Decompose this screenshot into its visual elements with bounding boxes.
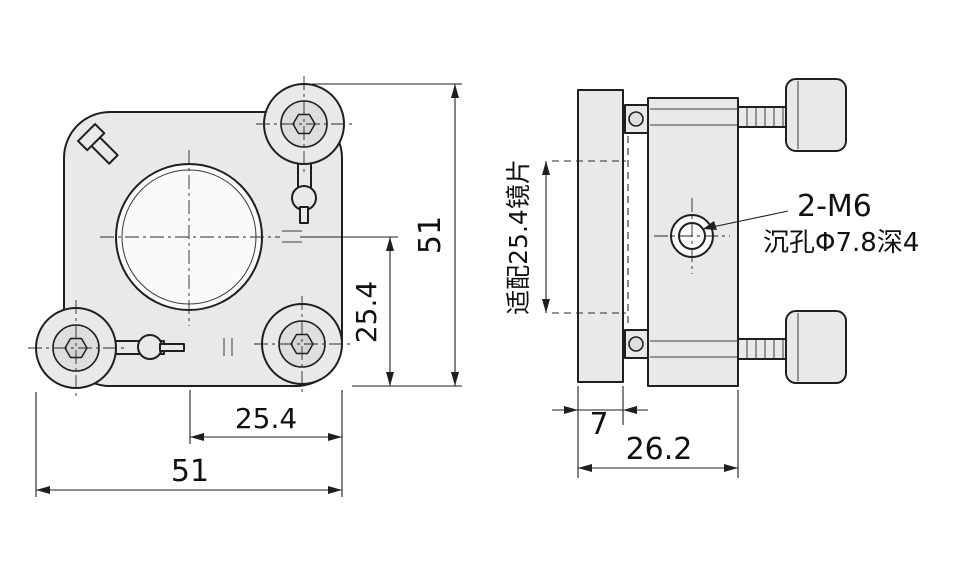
corner-set-screw xyxy=(77,123,119,165)
front-view: 51 25.4 25.4 51 xyxy=(28,76,462,497)
adjuster-shaft-bottom-threads xyxy=(746,339,784,359)
side-view: 适配25.4镜片 7 26.2 2-M6 沉孔Φ7.8深4 xyxy=(504,78,919,478)
dim-center-to-right-label: 25.4 xyxy=(235,402,297,435)
adjuster-shaft-bottom xyxy=(737,338,789,360)
adjuster-shaft-top-threads xyxy=(746,107,784,127)
screw-through-holes xyxy=(650,108,738,358)
hidden-lens-seat-lines xyxy=(552,136,629,328)
dim-total-depth-label: 26.2 xyxy=(626,432,693,467)
dim-width-label: 51 xyxy=(171,454,209,489)
thread-callout-label: 2-M6 xyxy=(797,189,872,224)
side-centerlines xyxy=(654,198,730,274)
bottom-left-axle-flange xyxy=(137,334,163,360)
set-screw-head xyxy=(77,123,106,152)
dim-center-to-bottom-label: 25.4 xyxy=(350,281,383,343)
front-centerlines xyxy=(28,76,352,396)
spring-bushing-bottom-detail xyxy=(628,336,644,352)
adjuster-knob-top xyxy=(785,78,847,152)
side-dimension-lines xyxy=(545,161,789,478)
lens-fit-note-label: 适配25.4镜片 xyxy=(504,159,533,315)
clamp-slot-marks xyxy=(223,230,302,356)
lens-plate xyxy=(577,89,624,383)
counterbore-callout-label: 沉孔Φ7.8深4 xyxy=(763,228,919,258)
dim-height-label: 51 xyxy=(413,216,448,254)
bottom-left-axle-tip xyxy=(159,343,185,352)
adjuster-knob-bottom xyxy=(785,310,847,384)
top-right-pin-tip xyxy=(299,206,309,224)
adjuster-shaft-top xyxy=(737,106,789,128)
front-dimension-lines xyxy=(35,83,462,497)
spring-bushing-top-detail xyxy=(628,111,644,127)
dim-plate-thickness-label: 7 xyxy=(589,407,608,442)
